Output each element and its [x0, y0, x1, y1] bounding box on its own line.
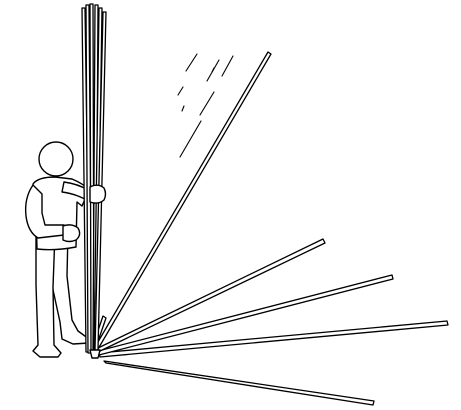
- motion-line-3: [182, 106, 184, 111]
- motion-line-6: [222, 56, 233, 76]
- motion-line-2: [178, 87, 183, 95]
- motion-lines-group: [178, 54, 233, 157]
- fallen-rod-2: [95, 52, 271, 349]
- person-lower-hand: [63, 225, 80, 242]
- standing-rods-group: [82, 4, 106, 353]
- person-upper-hand: [90, 185, 106, 203]
- bundle-base: [90, 350, 100, 358]
- motion-line-1: [186, 54, 197, 71]
- person-head: [39, 142, 73, 176]
- fallen-rod-6: [104, 361, 374, 405]
- motion-line-7: [200, 92, 214, 115]
- motion-line-8: [180, 121, 201, 157]
- fallen-rods-group: [92, 52, 448, 405]
